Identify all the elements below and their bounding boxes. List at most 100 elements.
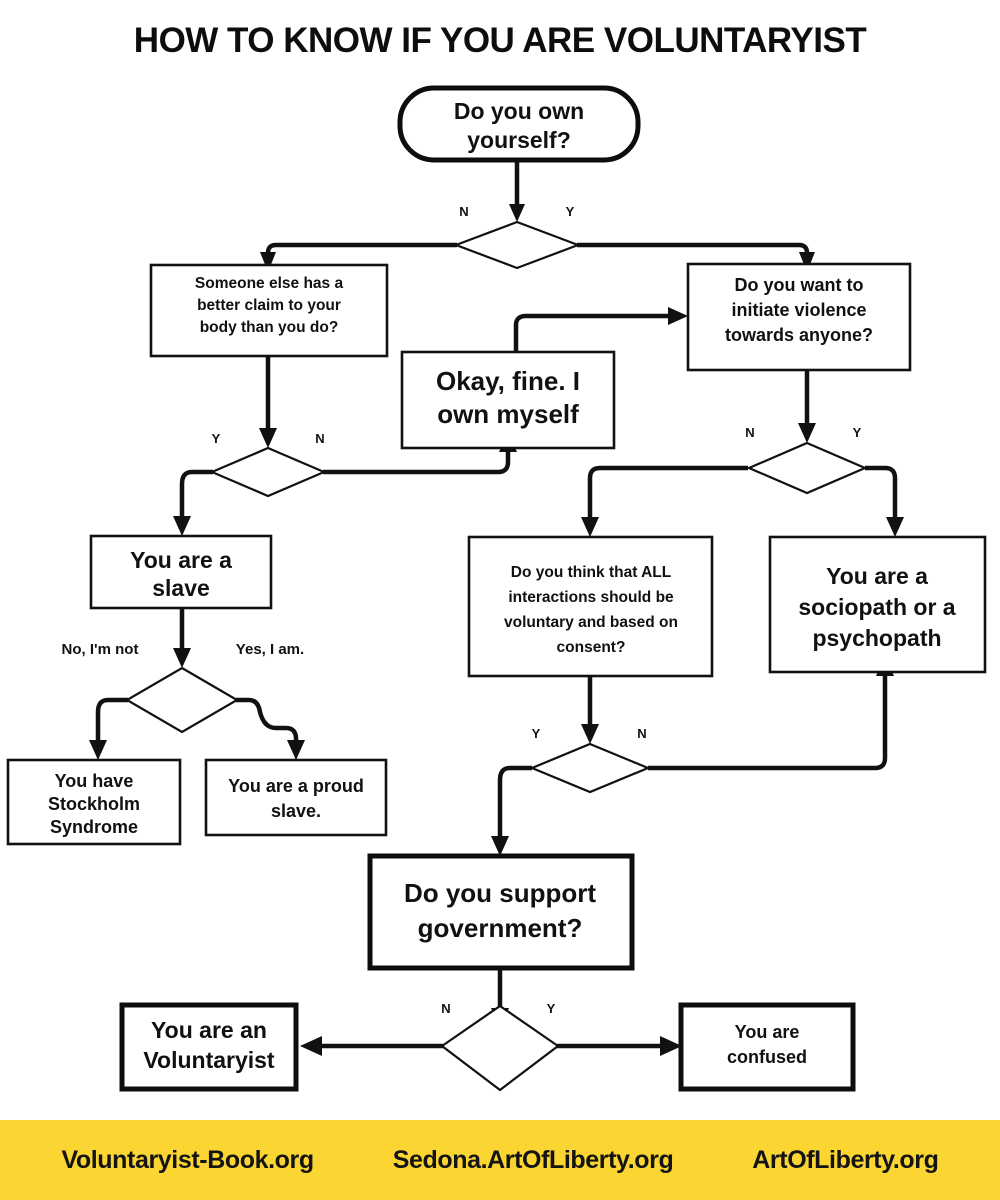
node-initiate-violence[interactable]: Do you want to initiate violence towards… xyxy=(686,262,912,372)
node-confused[interactable]: You are confused xyxy=(678,1002,856,1092)
node-you-are-slave-line1: You are a xyxy=(130,547,232,573)
node-proud-slave-line2: slave. xyxy=(271,801,321,821)
edge-label-d6-yes: Y xyxy=(547,1001,556,1016)
node-initiate-violence-line3: towards anyone? xyxy=(725,325,873,345)
node-proud-slave-line1: You are a proud xyxy=(228,776,364,796)
node-voluntaryist[interactable]: You are an Voluntaryist xyxy=(119,1002,299,1092)
arrowhead-violence-d3 xyxy=(798,423,816,443)
decision-all-interactions[interactable]: Y N xyxy=(529,726,651,794)
node-voluntaryist-line2: Voluntaryist xyxy=(143,1047,275,1073)
decision-all-interactions-shape xyxy=(529,742,651,794)
node-support-government-shape xyxy=(367,853,635,971)
decision-support-government[interactable]: N Y xyxy=(440,1001,560,1092)
decision-initiate-violence-shape xyxy=(746,441,868,495)
node-confused-shape xyxy=(678,1002,856,1092)
edge-d5-no xyxy=(648,672,888,771)
arrowhead-d3-no xyxy=(581,517,599,537)
edge-d2-yes xyxy=(179,469,213,520)
edge-d4-no xyxy=(95,697,128,742)
arrowhead-slave-d4 xyxy=(173,648,191,668)
node-okay-fine-line2: own myself xyxy=(437,399,579,429)
edge-label-d1-yes: Y xyxy=(566,204,575,219)
edge-d2-no xyxy=(323,448,511,475)
node-all-interactions-line3: voluntary and based on xyxy=(504,614,678,631)
edge-d5-yes xyxy=(497,765,532,838)
node-all-interactions-shape xyxy=(467,535,714,678)
node-initiate-violence-line2: initiate violence xyxy=(731,300,866,320)
node-confused-line2: confused xyxy=(727,1047,807,1067)
arrowhead-d4-yes xyxy=(287,740,305,760)
arrowhead-d5-yes xyxy=(491,836,509,856)
node-you-are-slave-line2: slave xyxy=(152,575,210,601)
edge-d3-yes xyxy=(865,465,898,520)
edge-label-d4-no: No, I'm not xyxy=(62,641,139,658)
node-sociopath[interactable]: You are a sociopath or a psychopath xyxy=(768,535,987,674)
node-all-interactions-line1: Do you think that ALL xyxy=(511,564,671,581)
arrowhead-interactions-d5 xyxy=(581,724,599,744)
edge-label-d2-no: N xyxy=(315,431,324,446)
node-okay-fine-shape xyxy=(400,350,616,450)
node-all-interactions-line2: interactions should be xyxy=(508,589,674,606)
node-voluntaryist-shape xyxy=(119,1002,299,1092)
node-sociopath-line2: sociopath or a xyxy=(798,594,955,620)
node-support-government[interactable]: Do you support government? xyxy=(367,853,635,971)
node-initiate-violence-shape xyxy=(686,262,912,372)
decision-better-claim-shape xyxy=(209,446,327,498)
node-stockholm-line2: Stockholm xyxy=(48,794,140,814)
edge-d3-no xyxy=(587,465,748,520)
node-better-claim[interactable]: Someone else has a better claim to your … xyxy=(149,263,389,358)
decision-are-you-slave[interactable]: No, I'm not Yes, I am. xyxy=(62,641,305,734)
node-proud-slave[interactable]: You are a proud slave. xyxy=(204,758,388,837)
node-stockholm-line3: Syndrome xyxy=(50,817,138,837)
edge-label-d3-no: N xyxy=(745,425,754,440)
arrowhead-start-d1 xyxy=(509,204,525,222)
decision-initiate-violence[interactable]: N Y xyxy=(745,425,868,495)
decision-own-yourself[interactable]: N Y xyxy=(452,204,582,270)
edge-d1-yes xyxy=(577,242,810,258)
page-title: HOW TO KNOW IF YOU ARE VOLUNTARYIST xyxy=(134,21,867,60)
node-okay-fine[interactable]: Okay, fine. I own myself xyxy=(400,350,616,450)
footer-banner: Voluntaryist-Book.org Sedona.ArtOfLibert… xyxy=(0,1120,1000,1200)
edge-label-d6-no: N xyxy=(441,1001,450,1016)
node-support-government-line1: Do you support xyxy=(404,878,596,908)
arrowhead-d6-yes xyxy=(660,1036,682,1056)
node-all-interactions[interactable]: Do you think that ALL interactions shoul… xyxy=(467,535,714,678)
decision-better-claim[interactable]: Y N xyxy=(209,431,327,498)
edge-label-d3-yes: Y xyxy=(853,425,862,440)
node-start-line2: yourself? xyxy=(467,127,571,153)
edge-okay-to-violence xyxy=(513,313,672,352)
edge-d1-no xyxy=(265,242,457,258)
footer-link-voluntaryist-book[interactable]: Voluntaryist-Book.org xyxy=(61,1145,314,1174)
arrowhead-claim-d2 xyxy=(259,428,277,448)
node-start-shape xyxy=(397,85,641,163)
edge-label-d5-no: N xyxy=(637,726,646,741)
node-start[interactable]: Do you own yourself? xyxy=(397,85,641,163)
node-initiate-violence-line1: Do you want to xyxy=(735,275,864,295)
node-stockholm[interactable]: You have Stockholm Syndrome xyxy=(6,758,182,846)
node-sociopath-line1: You are a xyxy=(826,563,928,589)
node-better-claim-line2: better claim to your xyxy=(197,297,341,314)
footer-link-artofliberty[interactable]: ArtOfLiberty.org xyxy=(752,1145,939,1174)
arrowhead-d1-no xyxy=(260,252,276,272)
node-you-are-slave[interactable]: You are a slave xyxy=(89,534,273,610)
arrowhead-d3-yes xyxy=(886,517,904,537)
node-okay-fine-line1: Okay, fine. I xyxy=(436,366,580,396)
arrowhead-d4-no xyxy=(89,740,107,760)
decision-are-you-slave-shape xyxy=(124,666,240,734)
node-start-line1: Do you own xyxy=(454,98,584,124)
node-support-government-line2: government? xyxy=(418,913,583,943)
arrowhead-d1-yes xyxy=(799,252,815,272)
node-better-claim-line1: Someone else has a xyxy=(195,275,344,292)
decision-support-government-shape xyxy=(440,1004,560,1092)
edge-label-d5-yes: Y xyxy=(532,726,541,741)
node-voluntaryist-line1: You are an xyxy=(151,1017,267,1043)
node-better-claim-line3: body than you do? xyxy=(200,319,339,336)
edge-label-d4-yes: Yes, I am. xyxy=(236,641,304,658)
edge-label-d1-no: N xyxy=(459,204,468,219)
footer-link-sedona-artofliberty[interactable]: Sedona.ArtOfLiberty.org xyxy=(392,1145,674,1174)
decision-own-yourself-shape xyxy=(452,220,582,270)
edge-d4-yes xyxy=(236,697,299,742)
edge-label-d2-yes: Y xyxy=(212,431,221,446)
